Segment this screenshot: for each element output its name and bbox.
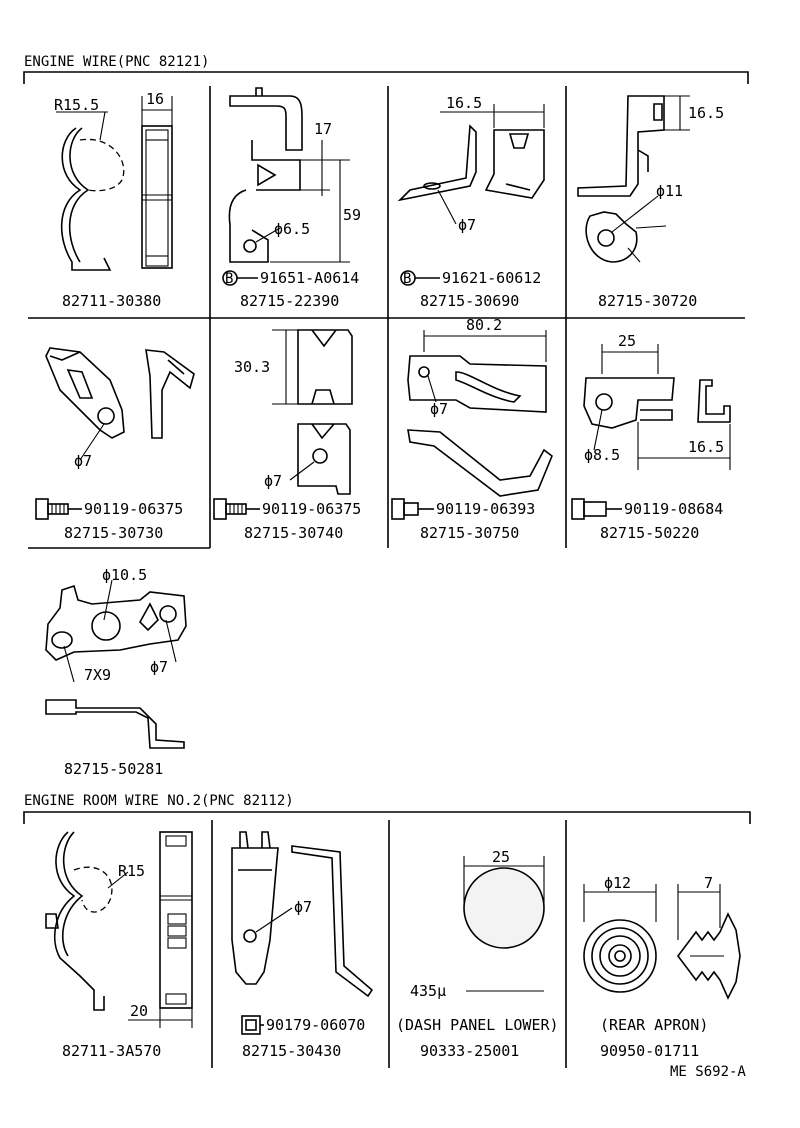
dim-p4-hole: ϕ11 <box>656 182 683 200</box>
bolt-number-91621-60612: 91621-60612 <box>442 269 541 287</box>
bracket-drawing-82715-50281 <box>45 579 187 749</box>
dim-p9-small-hole: ϕ7 <box>150 658 168 676</box>
dim-p5-hole: ϕ7 <box>74 452 92 470</box>
dim-p11-hole: ϕ7 <box>294 898 312 916</box>
section-title-engine-room-wire: ENGINE ROOM WIRE NO.2(PNC 82112) <box>24 793 294 809</box>
part-note-rear-apron: (REAR APRON) <box>600 1016 708 1034</box>
part-number-82711-30380: 82711-30380 <box>62 292 161 310</box>
section-bracket-engine-wire <box>23 71 749 84</box>
bolt-mark-b: B <box>403 271 411 287</box>
clamp-drawing-82711-30380 <box>56 96 173 271</box>
grid-lines <box>28 86 745 1068</box>
bolt-number-90119-08684: 90119-08684 <box>624 500 723 518</box>
dim-p3-hole: ϕ7 <box>458 216 476 234</box>
section-title-engine-wire: ENGINE WIRE(PNC 82121) <box>24 54 209 70</box>
dim-p10-width: 20 <box>130 1002 148 1020</box>
bracket-drawing-82715-30430 <box>231 831 374 998</box>
dim-p1-width: 16 <box>146 90 164 108</box>
part-number-82715-30720: 82715-30720 <box>598 292 697 310</box>
part-number-82715-22390: 82715-22390 <box>240 292 339 310</box>
bolt-number-91651-A0614: 91651-A0614 <box>260 269 359 287</box>
part-number-90950-01711: 90950-01711 <box>600 1042 699 1060</box>
dim-p8-hole: ϕ8.5 <box>584 446 620 464</box>
dim-p13-diameter: ϕ12 <box>604 874 631 892</box>
bolt-number-90179-06070: 90179-06070 <box>266 1016 365 1034</box>
part-number-82715-30430: 82715-30430 <box>242 1042 341 1060</box>
part-number-90333-25001: 90333-25001 <box>420 1042 519 1060</box>
dim-p3-width: 16.5 <box>446 94 482 112</box>
bolt-number-90119-06375-a: 90119-06375 <box>84 500 183 518</box>
clamp-drawing-82711-3A570 <box>45 831 193 1028</box>
part-number-82715-30750: 82715-30750 <box>420 524 519 542</box>
part-number-82715-30690: 82715-30690 <box>420 292 519 310</box>
bolt-symbol-90119-06393 <box>391 498 434 520</box>
dim-p8-width: 25 <box>618 332 636 350</box>
plug-drawing-90333-25001 <box>463 856 545 992</box>
dim-p7-hole: ϕ7 <box>430 400 448 418</box>
bolt-mark-b: B <box>225 271 233 287</box>
dim-p2-length: 59 <box>343 206 361 224</box>
bracket-drawing-82715-30690 <box>397 104 545 225</box>
part-number-82715-50281: 82715-50281 <box>64 760 163 778</box>
dim-p9-large-hole: ϕ10.5 <box>102 566 147 584</box>
dim-p8-length: 16.5 <box>688 438 724 456</box>
bracket-drawing-82715-50220 <box>583 344 731 470</box>
dim-p9-slot: 7X9 <box>84 666 111 684</box>
bolt-number-90119-06375-b: 90119-06375 <box>262 500 361 518</box>
bolt-symbol-90119-06375-b <box>213 498 260 520</box>
bolt-symbol-91621-60612: B <box>400 270 440 287</box>
dim-p10-radius: R15 <box>118 862 145 880</box>
section-bracket-engine-room-wire <box>23 811 751 824</box>
part-note-dash-panel-lower: (DASH PANEL LOWER) <box>396 1016 559 1034</box>
dim-p4-height: 16.5 <box>688 104 724 122</box>
dim-p7-length: 80.2 <box>466 316 502 334</box>
bracket-drawing-82715-22390 <box>228 87 350 263</box>
bolt-symbol-90119-08684 <box>571 498 622 520</box>
bracket-drawing-82715-30750 <box>407 330 553 497</box>
dim-p6-height: 30.3 <box>234 358 270 376</box>
dim-p2-hole: ϕ6.5 <box>274 220 310 238</box>
footer-code: ME S692-A <box>670 1064 746 1080</box>
bolt-symbol-90179-06070 <box>241 1015 264 1035</box>
bracket-drawing-82715-30740 <box>272 329 353 495</box>
bracket-drawing-82715-30730 <box>45 347 195 461</box>
bolt-symbol-90119-06375-a <box>35 498 82 520</box>
dim-p1-radius: R15.5 <box>54 96 99 114</box>
bolt-symbol-91651-A0614: B <box>222 270 258 287</box>
part-number-82715-50220: 82715-50220 <box>600 524 699 542</box>
bolt-number-90119-06393: 90119-06393 <box>436 500 535 518</box>
grommet-drawing-90950-01711 <box>583 884 741 1000</box>
dim-p12-thickness: 435μ <box>410 982 446 1000</box>
part-number-82715-30730: 82715-30730 <box>64 524 163 542</box>
dim-p2-height: 17 <box>314 120 332 138</box>
part-number-82711-3A570: 82711-3A570 <box>62 1042 161 1060</box>
dim-p6-hole: ϕ7 <box>264 472 282 490</box>
dim-p12-diameter: 25 <box>492 848 510 866</box>
part-number-82715-30740: 82715-30740 <box>244 524 343 542</box>
bracket-drawing-82715-30720 <box>577 95 690 263</box>
dim-p13-length: 7 <box>704 874 713 892</box>
